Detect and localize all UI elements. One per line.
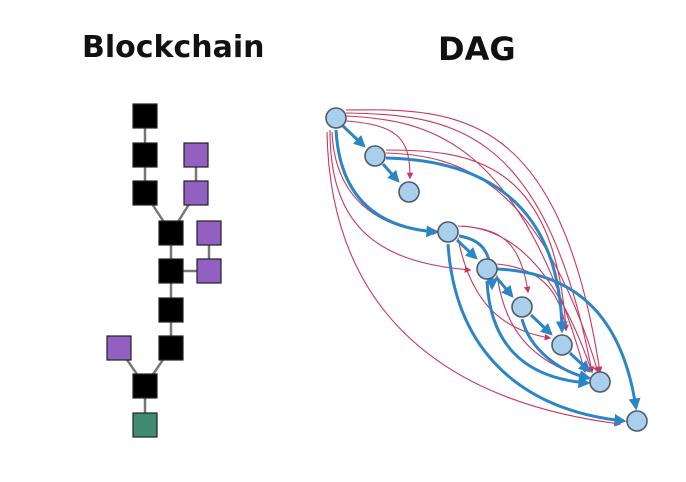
main-chain-block	[132, 180, 158, 206]
main-chain-block	[158, 258, 184, 284]
weak-edge	[496, 263, 569, 332]
main-chain-block	[158, 297, 184, 323]
weak-edge	[345, 112, 595, 374]
dag-node	[364, 145, 386, 167]
weak-edge	[326, 131, 622, 427]
dag-node	[626, 410, 648, 432]
strong-edge	[446, 243, 627, 426]
weak-edge	[461, 225, 594, 374]
strong-edge	[496, 267, 641, 411]
dag-node	[325, 107, 347, 129]
dag-node	[551, 334, 573, 356]
strong-edge	[520, 318, 592, 382]
strong-edge	[485, 280, 591, 389]
main-chain-block	[132, 103, 158, 129]
strong-edge	[385, 156, 568, 334]
main-chain-block	[132, 142, 158, 168]
genesis-block	[132, 412, 158, 438]
orphan-block	[183, 180, 209, 206]
strong-edge	[458, 234, 498, 291]
orphan-block	[183, 142, 209, 168]
weak-edge	[329, 129, 472, 273]
dag-node	[398, 181, 420, 203]
strong-edge	[341, 124, 366, 148]
main-chain-block	[158, 335, 184, 361]
dag-title: DAG	[438, 30, 516, 68]
weak-edge	[345, 109, 603, 374]
strong-edge	[494, 276, 514, 298]
blockchain-title: Blockchain	[82, 30, 265, 65]
dag-node	[589, 371, 611, 393]
weak-edge	[345, 120, 414, 180]
main-chain-block	[158, 220, 184, 246]
orphan-block	[196, 220, 222, 246]
dag-node	[437, 221, 459, 243]
dag-node	[511, 296, 533, 318]
strong-edge	[455, 238, 478, 260]
strong-edge	[568, 351, 591, 373]
main-chain-block	[132, 373, 158, 399]
dag-node	[476, 258, 498, 280]
orphan-block	[106, 335, 132, 361]
strong-edge	[529, 313, 553, 336]
strong-edge	[334, 129, 439, 238]
weak-edge	[385, 152, 600, 374]
strong-edge	[381, 163, 400, 183]
orphan-block	[196, 258, 222, 284]
